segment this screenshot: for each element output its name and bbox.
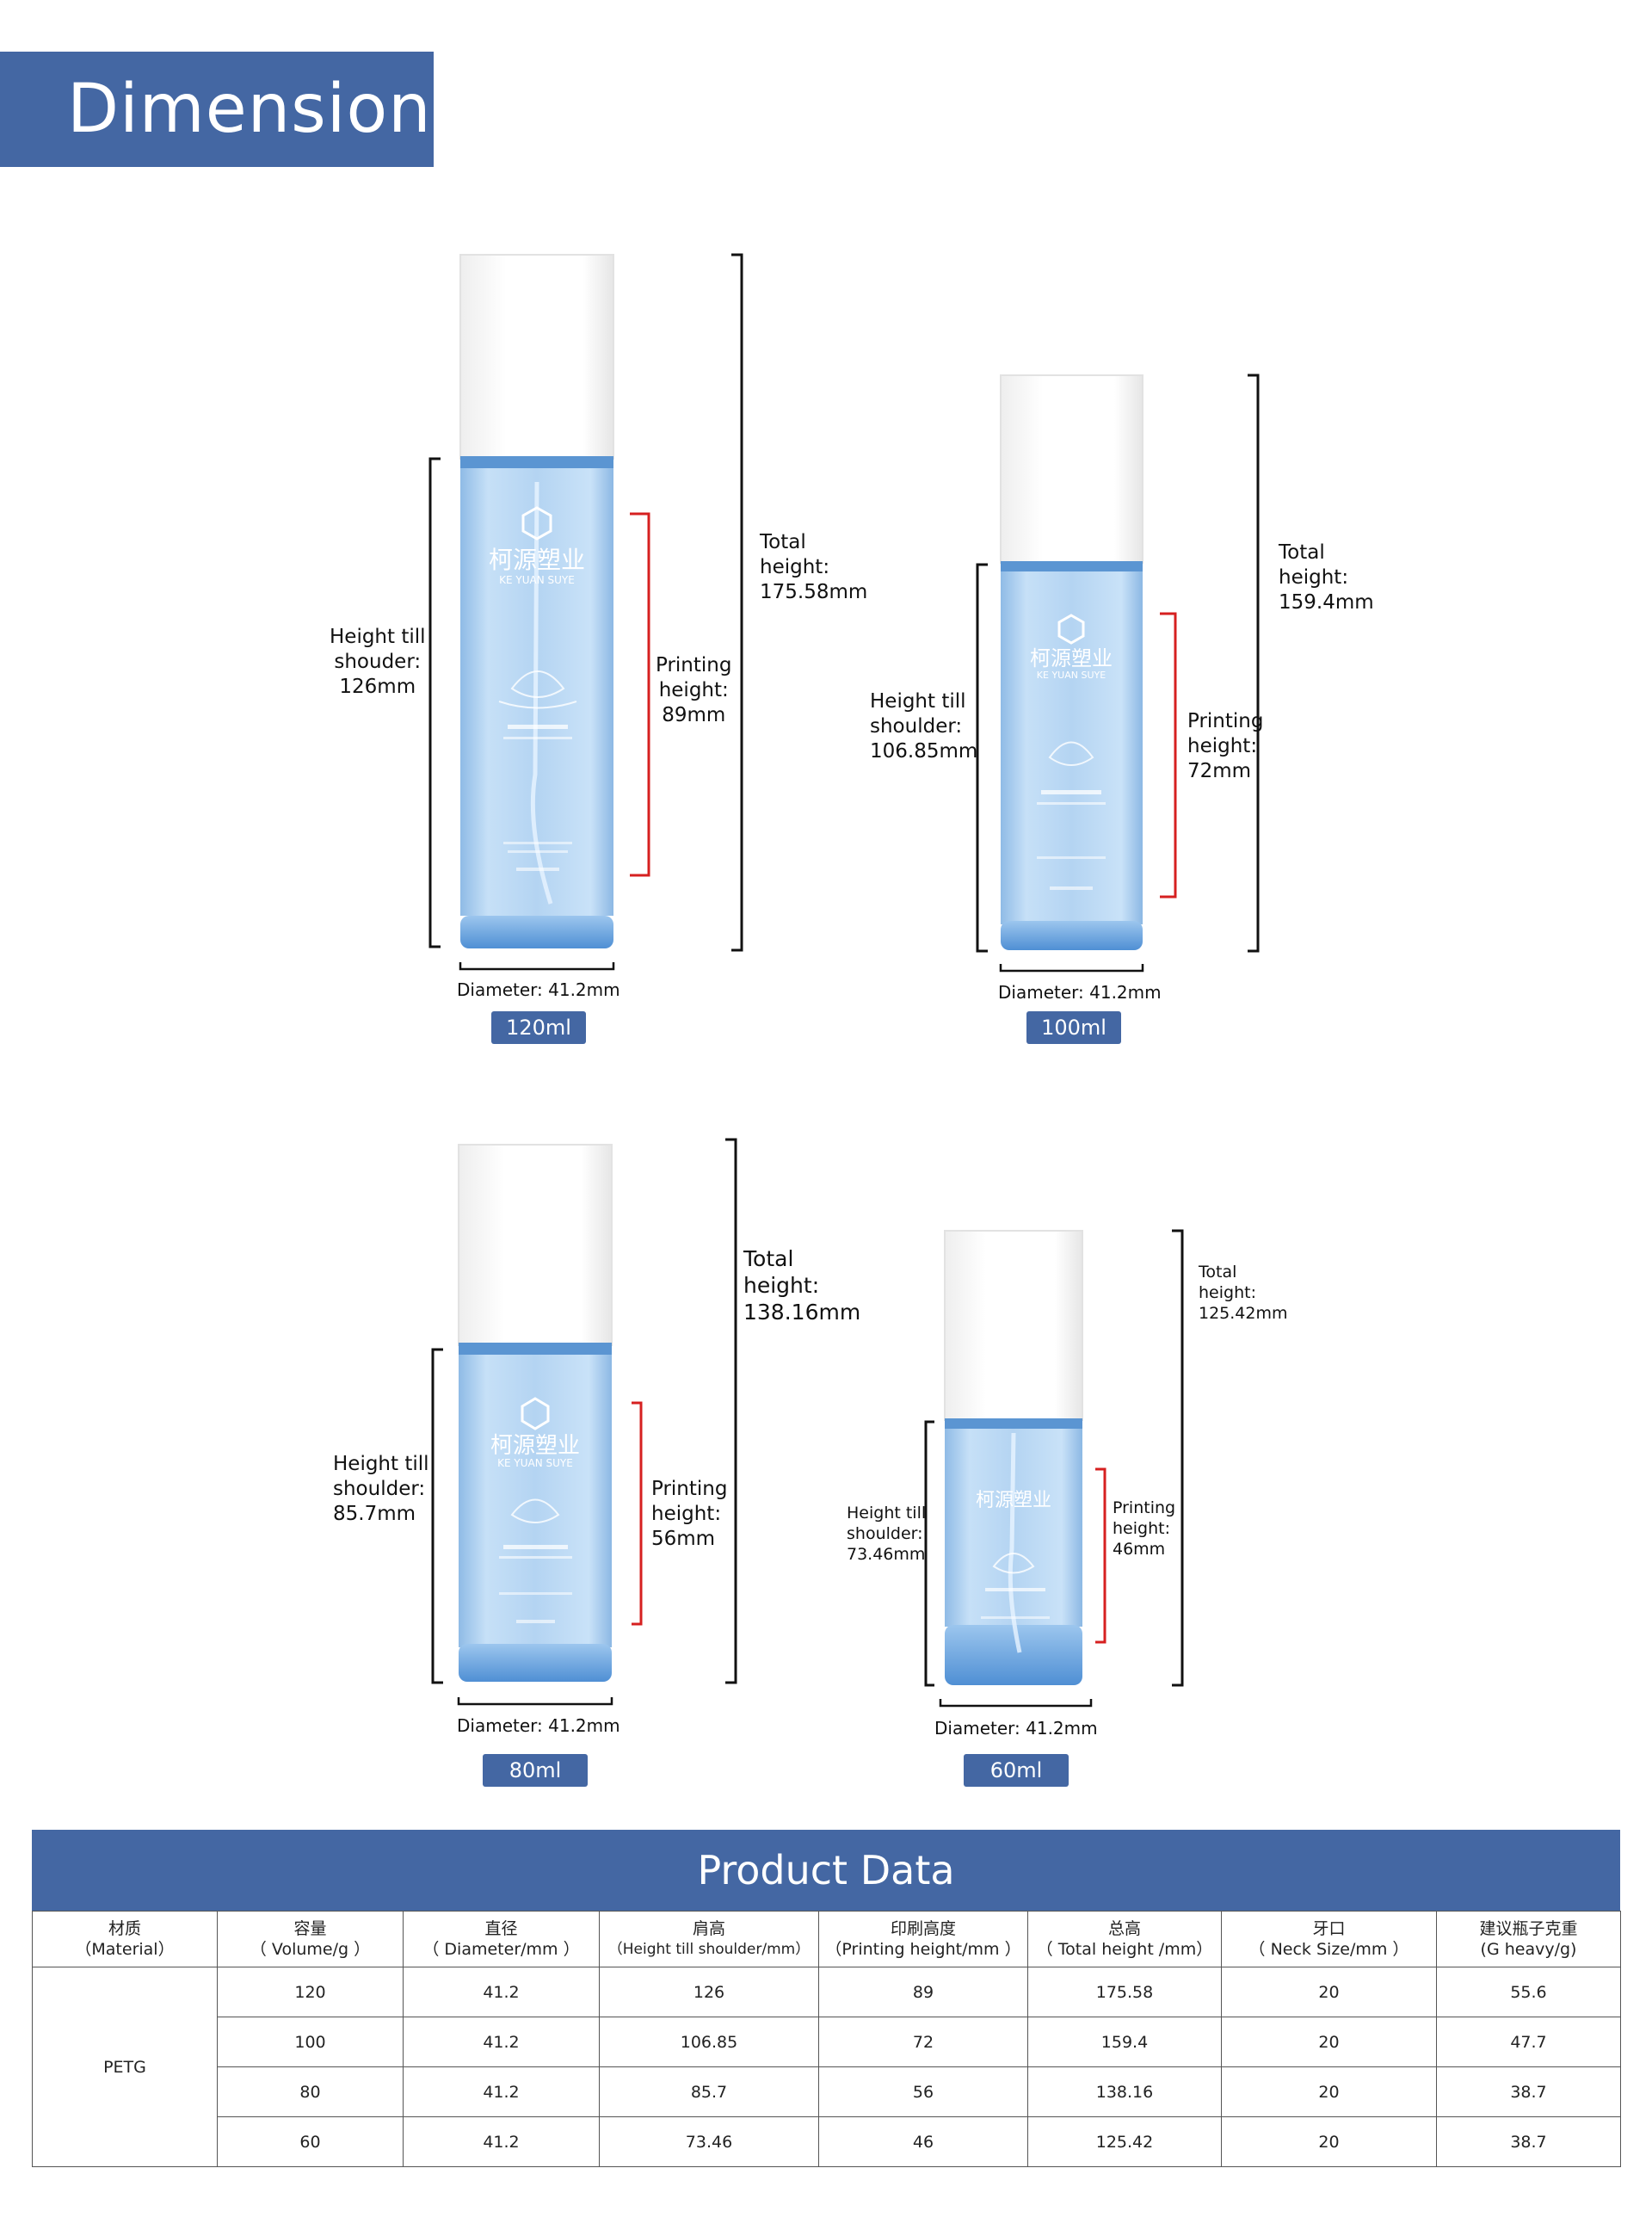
printing-height-bracket xyxy=(632,1401,643,1626)
bottle-base xyxy=(459,1644,612,1682)
bottle-120ml: 柯源塑业 KE YUAN SUYE xyxy=(428,253,743,971)
flower-graphic xyxy=(498,670,577,709)
diameter-bracket xyxy=(457,1697,613,1706)
bottle-100ml: 柯源塑业 KE YUAN SUYE xyxy=(976,374,1260,973)
table-header-row: 材质（Material） 容量（ Volume/g ） 直径（ Diameter… xyxy=(32,1911,1621,1967)
brand-logo-icon xyxy=(521,1397,550,1430)
shoulder-height-label-120ml: Height till shouder: 126mm xyxy=(330,626,426,698)
header-neck-size: 牙口（ Neck Size/mm ） xyxy=(1221,1911,1437,1967)
brand-logo-icon xyxy=(521,506,552,540)
bottle-base xyxy=(945,1625,1082,1685)
flower-graphic xyxy=(1048,741,1094,766)
bottle-print-brand-cn: 柯源塑业 xyxy=(490,1433,580,1459)
bottle-shoulder xyxy=(1001,561,1143,571)
total-height-bracket xyxy=(1172,1229,1184,1687)
shoulder-height-label-100ml: Height till shoulder: 106.85mm xyxy=(870,690,978,763)
printing-height-bracket xyxy=(1095,1467,1106,1644)
brand-logo-icon xyxy=(1057,614,1085,645)
printing-height-label-80ml: Printing height: 56mm xyxy=(651,1478,728,1550)
bottle-print-brand-cn: 柯源塑业 xyxy=(976,1490,1051,1511)
header-shoulder-height: 肩高（Height till shoulder/mm） xyxy=(599,1911,819,1967)
bottle-print-brand-en: KE YUAN SUYE xyxy=(1037,670,1106,681)
total-height-bracket xyxy=(725,1138,737,1684)
volume-tag-120ml: 120ml xyxy=(491,1011,586,1044)
bottle-60ml: 柯源塑业 xyxy=(924,1229,1184,1708)
diameter-bracket xyxy=(459,962,615,971)
shoulder-height-bracket xyxy=(976,563,988,953)
bottle-cap xyxy=(458,1144,613,1346)
total-height-bracket xyxy=(731,253,743,952)
flower-graphic xyxy=(992,1553,1035,1574)
shoulder-height-bracket xyxy=(428,457,441,948)
volume-tag-80ml: 80ml xyxy=(483,1754,588,1787)
bottle-print-brand-cn: 柯源塑业 xyxy=(1030,646,1113,670)
shoulder-height-label-80ml: Height till shoulder: 85.7mm xyxy=(333,1453,429,1525)
printing-height-label-60ml: Printing height: 46mm xyxy=(1113,1498,1176,1559)
bottle-print-brand-en: KE YUAN SUYE xyxy=(499,574,575,586)
dip-tube xyxy=(530,481,553,905)
volume-tag-100ml: 100ml xyxy=(1026,1011,1121,1044)
printing-height-label-100ml: Printing height: 72mm xyxy=(1187,710,1264,782)
header-weight: 建议瓶子克重(G heavy/g) xyxy=(1436,1911,1621,1967)
bottle-shoulder xyxy=(459,1343,612,1355)
diameter-bracket xyxy=(999,964,1144,973)
total-height-label-60ml: Total height: 125.42mm xyxy=(1199,1263,1288,1323)
bottle-body xyxy=(1001,571,1143,924)
dimension-banner: Dimension: xyxy=(0,52,454,167)
total-height-label-120ml: Total height: 175.58mm xyxy=(760,531,868,603)
bottle-cap xyxy=(944,1230,1083,1421)
bottle-print-brand-en: KE YUAN SUYE xyxy=(497,1457,573,1469)
bottle-dimension-diagram: 柯源塑业 KE YUAN SUYE 柯源塑业 KE YUAN SUYE xyxy=(428,253,1260,1708)
header-total-height: 总高（ Total height /mm） xyxy=(1027,1911,1222,1967)
bottle-shoulder xyxy=(460,456,613,468)
total-height-label-80ml: Total height: 138.16mm xyxy=(743,1246,861,1325)
product-data-header: Product Data xyxy=(32,1830,1620,1911)
header-diameter: 直径（ Diameter/mm ） xyxy=(403,1911,600,1967)
diameter-label-60ml: Diameter: 41.2mm xyxy=(934,1718,1098,1739)
bottle-cap xyxy=(459,254,614,460)
material-cell: PETG xyxy=(32,1967,218,2167)
diameter-label-80ml: Diameter: 41.2mm xyxy=(457,1715,620,1736)
product-data-table: 材质（Material） 容量（ Volume/g ） 直径（ Diameter… xyxy=(32,1911,1621,2167)
printing-height-label-120ml: Printing height: 89mm xyxy=(656,654,732,726)
header-material: 材质（Material） xyxy=(32,1911,218,1967)
flower-graphic xyxy=(510,1498,560,1523)
page-title: Dimension: xyxy=(67,71,455,148)
shoulder-height-label-60ml: Height till shoulder: 73.46mm xyxy=(847,1504,927,1564)
volume-tag-60ml: 60ml xyxy=(964,1754,1069,1787)
bottle-base xyxy=(1001,921,1143,950)
diameter-label-100ml: Diameter: 41.2mm xyxy=(998,982,1162,1003)
bottle-body xyxy=(459,1355,612,1647)
bottle-base xyxy=(460,916,613,948)
product-data-title: Product Data xyxy=(697,1847,955,1893)
bottle-cap xyxy=(1000,374,1143,564)
header-printing-height: 印刷高度（Printing height/mm ） xyxy=(818,1911,1028,1967)
bottle-print-brand-cn: 柯源塑业 xyxy=(489,546,585,574)
total-height-label-100ml: Total height: 159.4mm xyxy=(1279,541,1374,614)
printing-height-bracket xyxy=(630,512,650,877)
bottle-80ml: 柯源塑业 KE YUAN SUYE xyxy=(431,1138,737,1706)
shoulder-height-bracket xyxy=(431,1348,443,1684)
header-volume: 容量（ Volume/g ） xyxy=(217,1911,404,1967)
diameter-bracket xyxy=(939,1699,1093,1708)
bottle-shoulder xyxy=(945,1418,1082,1429)
shoulder-height-bracket xyxy=(924,1420,934,1687)
diameter-label-120ml: Diameter: 41.2mm xyxy=(457,979,620,1000)
total-height-bracket xyxy=(1248,374,1260,953)
printing-height-bracket xyxy=(1160,612,1177,899)
